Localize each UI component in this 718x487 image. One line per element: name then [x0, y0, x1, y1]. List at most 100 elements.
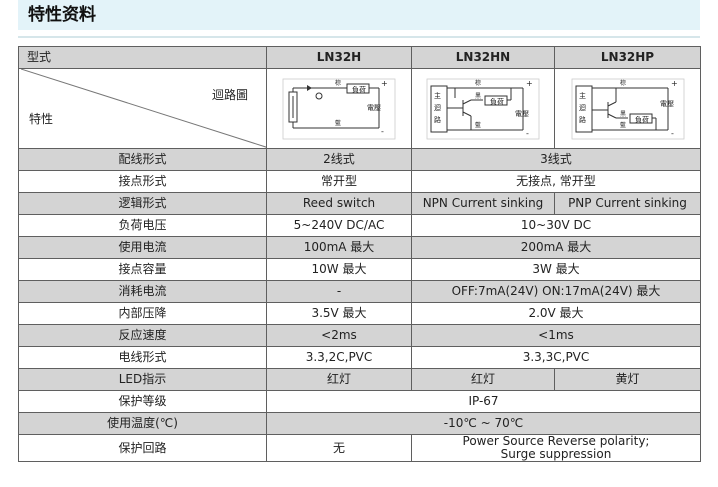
- feature-label: 特性: [29, 112, 54, 126]
- table-row: 反应速度 <2ms <1ms: [18, 324, 701, 347]
- row-label: 内部压降: [18, 302, 267, 325]
- table-header-row: 型式 LN32H LN32HN LN32HP: [18, 46, 701, 69]
- row-label: 接点容量: [18, 258, 267, 281]
- circuit-ln32h: 負荷 電壓 + - 棕 藍: [266, 68, 412, 149]
- page-title: 特性资料: [18, 0, 700, 30]
- table-row: LED指示 红灯 红灯 黄灯: [18, 368, 701, 391]
- power-label-hp: 電壓: [660, 100, 674, 108]
- row-label: 消耗电流: [18, 280, 267, 303]
- table-row: 负荷电压 5~240V DC/AC 10~30V DC: [18, 214, 701, 237]
- cell-value: OFF:7mA(24V) ON:17mA(24V) 最大: [411, 280, 701, 303]
- row-label: 保护等级: [18, 390, 267, 413]
- table-row: 使用温度(℃) -10℃ ~ 70℃: [18, 412, 701, 435]
- circuit-ln32h-diagram: 負荷 電壓 + - 棕 藍: [282, 78, 396, 139]
- table-row: 逻辑形式 Reed switch NPN Current sinking PNP…: [18, 192, 701, 215]
- circuit-label-hp: 迴: [579, 103, 586, 112]
- diagonal-line: [21, 69, 266, 148]
- power-label-h: 電壓: [367, 104, 381, 112]
- header-divider: [18, 36, 700, 38]
- table-row: 接点容量 10W 最大 3W 最大: [18, 258, 701, 281]
- brown-label-hp: 棕: [620, 79, 626, 87]
- cell-value: 3.3,2C,PVC: [266, 346, 412, 369]
- row-label: 使用电流: [18, 236, 267, 259]
- circuit-diagram-label: 迴路圖: [211, 88, 248, 102]
- circuit-ln32hp-diagram: 主 迴 路 負荷 電壓 + - 棕 黑: [571, 78, 684, 139]
- minus-label-hp: -: [671, 129, 674, 138]
- cell-value: <2ms: [266, 324, 412, 347]
- corner-model-label: 型式: [18, 46, 267, 69]
- cell-value: 100mA 最大: [266, 236, 412, 259]
- circuit-diagram-row: 迴路圖 特性 負荷 電: [18, 68, 701, 149]
- cell-value: NPN Current sinking: [411, 192, 555, 215]
- cell-value: <1ms: [411, 324, 701, 347]
- row-label: LED指示: [18, 368, 267, 391]
- circuit-ln32hn-diagram: 主 迴 路 負荷 電壓 + - 棕 黑: [426, 78, 540, 139]
- circuit-ln32hp: 主 迴 路 負荷 電壓 + - 棕 黑: [554, 68, 701, 149]
- plus-label-hn: +: [526, 79, 533, 88]
- main-label-hn: 主: [434, 91, 441, 100]
- main-label-hp: 主: [579, 91, 586, 100]
- table-row: 内部压降 3.5V 最大 2.0V 最大: [18, 302, 701, 325]
- plus-label-h: +: [381, 79, 388, 88]
- brown-label-hn: 棕: [475, 79, 481, 87]
- row-label: 接点形式: [18, 170, 267, 193]
- row-label: 反应速度: [18, 324, 267, 347]
- cell-value: 常开型: [266, 170, 412, 193]
- spec-table: 型式 LN32H LN32HN LN32HP 迴路圖 特性: [18, 46, 701, 462]
- cell-value: 10~30V DC: [411, 214, 701, 237]
- model-ln32hn: LN32HN: [411, 46, 555, 69]
- load-label-h: 負荷: [352, 85, 366, 94]
- cell-value: 5~240V DC/AC: [266, 214, 412, 237]
- minus-label-h: -: [381, 127, 384, 136]
- cell-value: 无: [266, 434, 412, 462]
- row-label: 保护回路: [18, 434, 267, 462]
- cell-value: PNP Current sinking: [554, 192, 701, 215]
- cell-value: 无接点, 常开型: [411, 170, 701, 193]
- cell-value: 3W 最大: [411, 258, 701, 281]
- table-row: 电线形式 3.3,2C,PVC 3.3,3C,PVC: [18, 346, 701, 369]
- cell-value: -: [266, 280, 412, 303]
- cell-value: 2.0V 最大: [411, 302, 701, 325]
- circuit-ln32hn: 主 迴 路 負荷 電壓 + - 棕 黑: [411, 68, 555, 149]
- protection-line-1: Power Source Reverse polarity;: [462, 434, 650, 448]
- cell-value: 3.5V 最大: [266, 302, 412, 325]
- route-label-hn: 路: [434, 115, 441, 124]
- cell-value: 10W 最大: [266, 258, 412, 281]
- power-label-hn: 電壓: [515, 110, 529, 118]
- cell-value: 红灯: [266, 368, 412, 391]
- table-row: 消耗电流 - OFF:7mA(24V) ON:17mA(24V) 最大: [18, 280, 701, 303]
- cell-value: 黄灯: [554, 368, 701, 391]
- cell-value: 2线式: [266, 148, 412, 171]
- table-row: 接点形式 常开型 无接点, 常开型: [18, 170, 701, 193]
- model-ln32hp: LN32HP: [554, 46, 701, 69]
- cell-value: 红灯: [411, 368, 555, 391]
- blue-label-hp: 藍: [620, 121, 626, 129]
- protection-line-2: Surge suppression: [500, 447, 612, 461]
- blue-label-hn: 藍: [475, 121, 481, 129]
- row-label: 电线形式: [18, 346, 267, 369]
- row-label: 负荷电压: [18, 214, 267, 237]
- cell-value: -10℃ ~ 70℃: [266, 412, 701, 435]
- table-row: 保护回路 无 Power Source Reverse polarity; Su…: [18, 434, 701, 462]
- model-ln32h: LN32H: [266, 46, 412, 69]
- row-label: 使用温度(℃): [18, 412, 267, 435]
- plus-label-hp: +: [671, 79, 678, 88]
- brown-label-h: 棕: [335, 79, 341, 87]
- cell-value: Reed switch: [266, 192, 412, 215]
- cell-value: 3线式: [411, 148, 701, 171]
- cell-value: 200mA 最大: [411, 236, 701, 259]
- row-label: 逻辑形式: [18, 192, 267, 215]
- black-label-hn: 黑: [475, 93, 481, 100]
- cell-value: IP-67: [266, 390, 701, 413]
- cell-value: 3.3,3C,PVC: [411, 346, 701, 369]
- minus-label-hn: -: [526, 129, 529, 138]
- black-label-hp: 黑: [620, 111, 626, 118]
- corner-diagonal-cell: 迴路圖 特性: [18, 68, 267, 149]
- load-label-hp: 負荷: [635, 115, 649, 124]
- cell-value-multiline: Power Source Reverse polarity; Surge sup…: [411, 434, 701, 462]
- load-label-hn: 負荷: [490, 97, 504, 106]
- route-label-hp: 路: [579, 115, 586, 124]
- table-row: 使用电流 100mA 最大 200mA 最大: [18, 236, 701, 259]
- row-label: 配线形式: [18, 148, 267, 171]
- table-row: 保护等级 IP-67: [18, 390, 701, 413]
